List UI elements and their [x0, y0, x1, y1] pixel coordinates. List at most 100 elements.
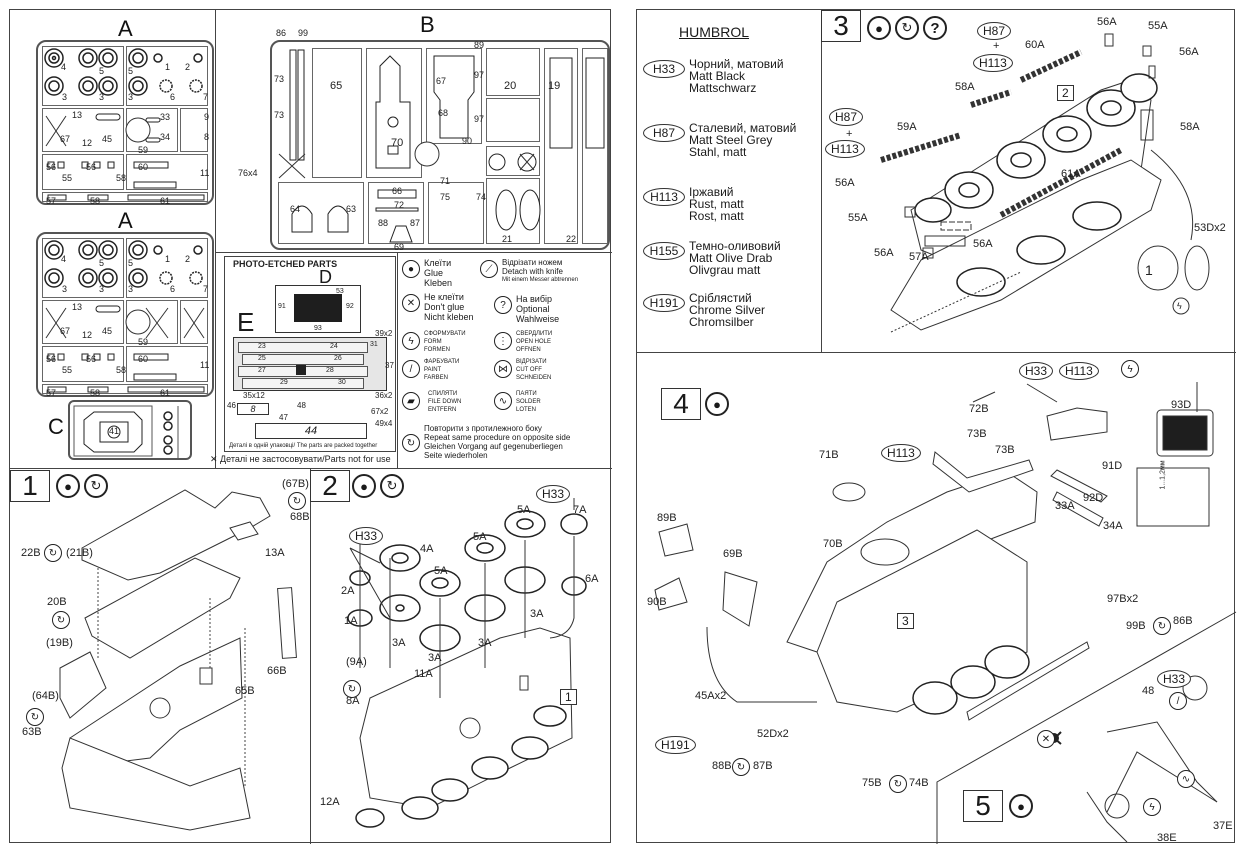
part-label: 6A — [585, 573, 599, 585]
part-label: 74B — [909, 777, 929, 789]
part-label: 5A — [473, 531, 487, 543]
part-label: (64B) — [32, 690, 59, 702]
no-glue-icon: ✕ — [1037, 730, 1055, 748]
part-label: 76x4 — [238, 168, 258, 178]
part-label: 57A — [909, 251, 929, 263]
part-label: 71B — [819, 449, 839, 461]
part-label: 75B — [862, 777, 882, 789]
repeat-icon: ↻ — [895, 16, 919, 40]
divider — [215, 252, 612, 253]
part-label: 45Ax2 — [695, 690, 727, 702]
part-label: 37 — [385, 361, 394, 370]
part-label: 4 — [61, 62, 67, 72]
part-label: 56 — [46, 162, 57, 172]
part-label: 58 — [90, 388, 101, 398]
part-label: 97 — [474, 114, 485, 124]
divider — [821, 10, 822, 352]
part-label: 29 — [280, 379, 288, 386]
part-label: 33A — [1055, 500, 1075, 512]
part-label: 37E — [1213, 820, 1233, 832]
part-label: 67x2 — [371, 407, 389, 416]
part-label: 3 — [99, 284, 105, 294]
part-label: 34A — [1103, 520, 1123, 532]
sprue-c-frame — [68, 400, 192, 460]
part-label: 7A — [573, 504, 587, 516]
repeat-icon: ↻ — [402, 434, 420, 452]
part-label: 68 — [438, 108, 449, 118]
paint-code-h33: H33 — [1019, 362, 1054, 380]
part-label: 73 — [274, 74, 285, 84]
sprue-b-title: B — [420, 12, 435, 37]
paint-code-h33: H33 — [349, 527, 384, 545]
step-reference-box: 2 — [1057, 85, 1074, 101]
step-4-number: 4 — [661, 388, 701, 420]
part-label: 92D — [1083, 492, 1104, 504]
part-label: 61 — [160, 196, 171, 206]
part-label: 69B — [723, 548, 743, 560]
instruction-page-left: A — [9, 9, 612, 844]
part-label: 67 — [436, 76, 447, 86]
part-label: 71 — [440, 176, 451, 186]
paint-icon: / — [1169, 692, 1187, 710]
sprue-a-frame-2 — [36, 232, 214, 397]
paint-code-h113: H113 — [881, 444, 921, 462]
solder-icon: ∿ — [494, 392, 512, 410]
step-reference-box: 1 — [560, 689, 577, 705]
part-label: 3A — [530, 608, 544, 620]
part-label: 56 — [86, 162, 97, 172]
glue-icon: ● — [1009, 794, 1033, 818]
part-label: 11A — [414, 668, 433, 680]
part-label: 70 — [391, 137, 404, 149]
part-label: 3 — [62, 284, 68, 294]
part-label: 66B — [267, 665, 287, 677]
part-label: 90B — [647, 596, 667, 608]
part-label: 67 — [60, 326, 71, 336]
packed-note: Деталі в одній упаковці/ The parts are p… — [229, 443, 378, 449]
part-label: 3A — [428, 652, 442, 664]
part-label: 36x2 — [375, 391, 393, 400]
sprue-a-parts — [44, 48, 205, 201]
part-label: 86 — [276, 28, 287, 38]
part-label: 35x12 — [243, 391, 265, 400]
part-label: 26 — [334, 355, 342, 362]
part-label: 89 — [474, 40, 485, 50]
part-label: 11 — [200, 360, 210, 370]
dimension-label: 1...1,2мм — [1159, 460, 1167, 490]
part-label: 3 — [128, 92, 134, 102]
part-label: 7 — [203, 284, 209, 294]
part-label: 56A — [874, 247, 894, 259]
part-label: 5 — [128, 258, 134, 268]
part-label: 48 — [297, 401, 306, 410]
part-label: 75 — [440, 192, 451, 202]
repeat-icon: ↻ — [52, 611, 70, 629]
part-label: 3 — [128, 284, 134, 294]
part-label: 61 — [160, 388, 171, 398]
glue-icon: ● — [867, 16, 891, 40]
part-label: 93D — [1171, 399, 1192, 411]
repeat-icon: ↻ — [1153, 617, 1171, 635]
part-label: 1 — [165, 62, 171, 72]
part-label: 4A — [420, 543, 434, 555]
repeat-icon: ↻ — [26, 708, 44, 726]
part-label: 93 — [314, 325, 322, 332]
divider — [637, 352, 1236, 353]
part-label: 1 — [165, 254, 171, 264]
part-label: 3 — [62, 92, 68, 102]
knife-icon: ⟋ — [480, 260, 498, 278]
part-label: 99B — [1126, 620, 1146, 632]
d-title: D — [319, 267, 332, 287]
glue-icon: ● — [352, 474, 376, 498]
paint-code-h113: H113 — [825, 140, 865, 158]
part-label: 9 — [204, 112, 210, 122]
part-label: 20B — [47, 596, 67, 608]
part-label: 5A — [434, 565, 448, 577]
part-label: (67B) — [282, 478, 309, 490]
part-label: 70B — [823, 538, 843, 550]
part-label: 5 — [99, 66, 105, 76]
